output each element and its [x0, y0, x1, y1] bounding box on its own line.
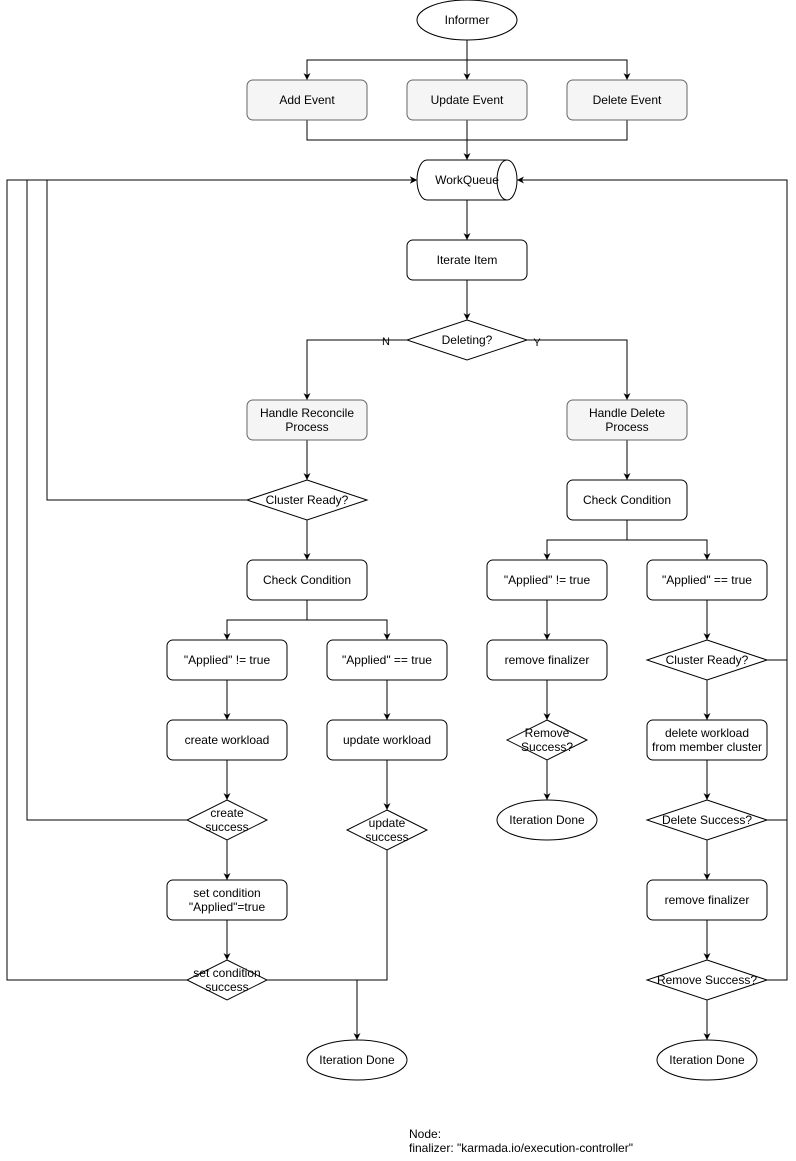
- svg-text:Iteration Done: Iteration Done: [669, 1053, 745, 1067]
- svg-text:Add Event: Add Event: [279, 93, 335, 107]
- svg-text:update workload: update workload: [343, 733, 431, 747]
- update-event-node: Update Event: [406, 79, 528, 121]
- svg-text:"Applied" != true: "Applied" != true: [184, 653, 271, 667]
- handle-delete-line1: Handle Delete: [589, 406, 665, 420]
- update-success-line1: update: [369, 816, 406, 830]
- svg-text:Cluster Ready?: Cluster Ready?: [266, 493, 349, 507]
- svg-text:Iteration Done: Iteration Done: [319, 1053, 395, 1067]
- svg-text:Deleting?: Deleting?: [442, 333, 493, 347]
- iteration-done-mid-node: Iteration Done: [496, 799, 598, 841]
- applied-eq-left-node: "Applied" == true: [326, 639, 448, 681]
- iterate-item-node: Iterate Item: [406, 239, 528, 281]
- update-success-decision: update success: [345, 809, 429, 851]
- svg-text:Iteration Done: Iteration Done: [509, 813, 585, 827]
- set-condition-success-decision: set condition success: [185, 959, 269, 1001]
- create-success-line2: success: [205, 820, 248, 834]
- svg-text:"Applied" != true: "Applied" != true: [504, 573, 591, 587]
- cluster-ready-right-decision: Cluster Ready?: [645, 639, 769, 681]
- remove-success-mid-decision: Remove Success?: [505, 719, 589, 761]
- create-success-decision: create success: [185, 799, 269, 841]
- check-condition-right-node: Check Condition: [566, 479, 688, 521]
- svg-text:Informer: Informer: [445, 13, 490, 27]
- label-y: Y: [533, 337, 541, 349]
- svg-text:Delete Success?: Delete Success?: [662, 813, 752, 827]
- update-workload-node: update workload: [326, 719, 448, 761]
- svg-text:remove finalizer: remove finalizer: [665, 893, 750, 907]
- handle-reconcile-line2: Process: [285, 420, 328, 434]
- edges: [6, 40, 788, 1040]
- note-line1: Node:: [409, 1127, 441, 1141]
- informer-node: Informer: [416, 0, 518, 41]
- svg-text:"Applied" == true: "Applied" == true: [662, 573, 752, 587]
- iteration-done-left-node: Iteration Done: [306, 1039, 408, 1081]
- delete-event-node: Delete Event: [566, 79, 688, 121]
- delete-success-decision: Delete Success?: [645, 799, 769, 841]
- svg-text:Delete Event: Delete Event: [593, 93, 662, 107]
- svg-text:Check Condition: Check Condition: [263, 573, 351, 587]
- delete-workload-line2: from member cluster: [652, 740, 762, 754]
- add-event-node: Add Event: [246, 79, 368, 121]
- edge-setcondsuccess-done: [267, 979, 361, 1040]
- svg-text:Update Event: Update Event: [431, 93, 504, 107]
- create-success-line1: create: [210, 806, 244, 820]
- edge-deleting-y: [527, 339, 631, 400]
- deleting-decision: Deleting?: [405, 319, 529, 361]
- iteration-done-right-node: Iteration Done: [656, 1039, 758, 1081]
- svg-text:remove finalizer: remove finalizer: [505, 653, 590, 667]
- set-condition-line2: "Applied"=true: [189, 900, 266, 914]
- svg-text:Remove Success?: Remove Success?: [657, 973, 757, 987]
- set-condition-node: set condition "Applied"=true: [166, 879, 288, 921]
- note: Node: finalizer: "karmada.io/execution-c…: [409, 1127, 633, 1155]
- update-success-line2: success: [365, 830, 408, 844]
- remove-success-right-decision: Remove Success?: [645, 959, 769, 1001]
- handle-delete-node: Handle Delete Process: [566, 399, 688, 441]
- handle-delete-line2: Process: [605, 420, 648, 434]
- label-n: N: [382, 336, 390, 348]
- cluster-ready-left-decision: Cluster Ready?: [245, 479, 369, 521]
- svg-text:Check Condition: Check Condition: [583, 493, 671, 507]
- edge-removesuccess-requeue: [767, 660, 788, 981]
- svg-text:Cluster Ready?: Cluster Ready?: [666, 653, 749, 667]
- handle-reconcile-line1: Handle Reconcile: [260, 406, 354, 420]
- edge-updatesuccess-done: [357, 850, 388, 981]
- set-condition-success-line1: set condition: [193, 966, 260, 980]
- edge-check-applied-ne-right: [543, 520, 628, 560]
- svg-text:create workload: create workload: [185, 733, 270, 747]
- remove-finalizer-mid-node: remove finalizer: [486, 639, 608, 681]
- edge-deleting-n: [303, 339, 407, 400]
- delete-workload-node: delete workload from member cluster: [646, 719, 768, 761]
- delete-workload-line1: delete workload: [665, 726, 749, 740]
- applied-ne-right-node: "Applied" != true: [486, 559, 608, 601]
- remove-finalizer-right-node: remove finalizer: [646, 879, 768, 921]
- note-line2: finalizer: "karmada.io/execution-control…: [409, 1141, 633, 1155]
- svg-text:"Applied" == true: "Applied" == true: [342, 653, 432, 667]
- set-condition-line1: set condition: [193, 886, 260, 900]
- applied-eq-right-node: "Applied" == true: [646, 559, 768, 601]
- edge-clusterready-right-requeue: [517, 176, 788, 661]
- handle-reconcile-node: Handle Reconcile Process: [246, 399, 368, 441]
- edge-check-applied-eq-right: [627, 539, 711, 560]
- svg-text:WorkQueue: WorkQueue: [435, 173, 499, 187]
- remove-success-mid-line1: Remove: [525, 726, 570, 740]
- edge-check-applied-eq: [307, 619, 391, 640]
- remove-success-mid-line2: Success?: [521, 740, 573, 754]
- set-condition-success-line2: success: [205, 980, 248, 994]
- check-condition-left-node: Check Condition: [246, 559, 368, 601]
- applied-ne-left-node: "Applied" != true: [166, 639, 288, 681]
- workqueue-node: WorkQueue: [416, 159, 518, 201]
- edge-setcondsuccess-requeue: [6, 176, 417, 981]
- create-workload-node: create workload: [166, 719, 288, 761]
- edge-check-applied-ne: [223, 600, 308, 640]
- svg-text:Iterate Item: Iterate Item: [437, 253, 498, 267]
